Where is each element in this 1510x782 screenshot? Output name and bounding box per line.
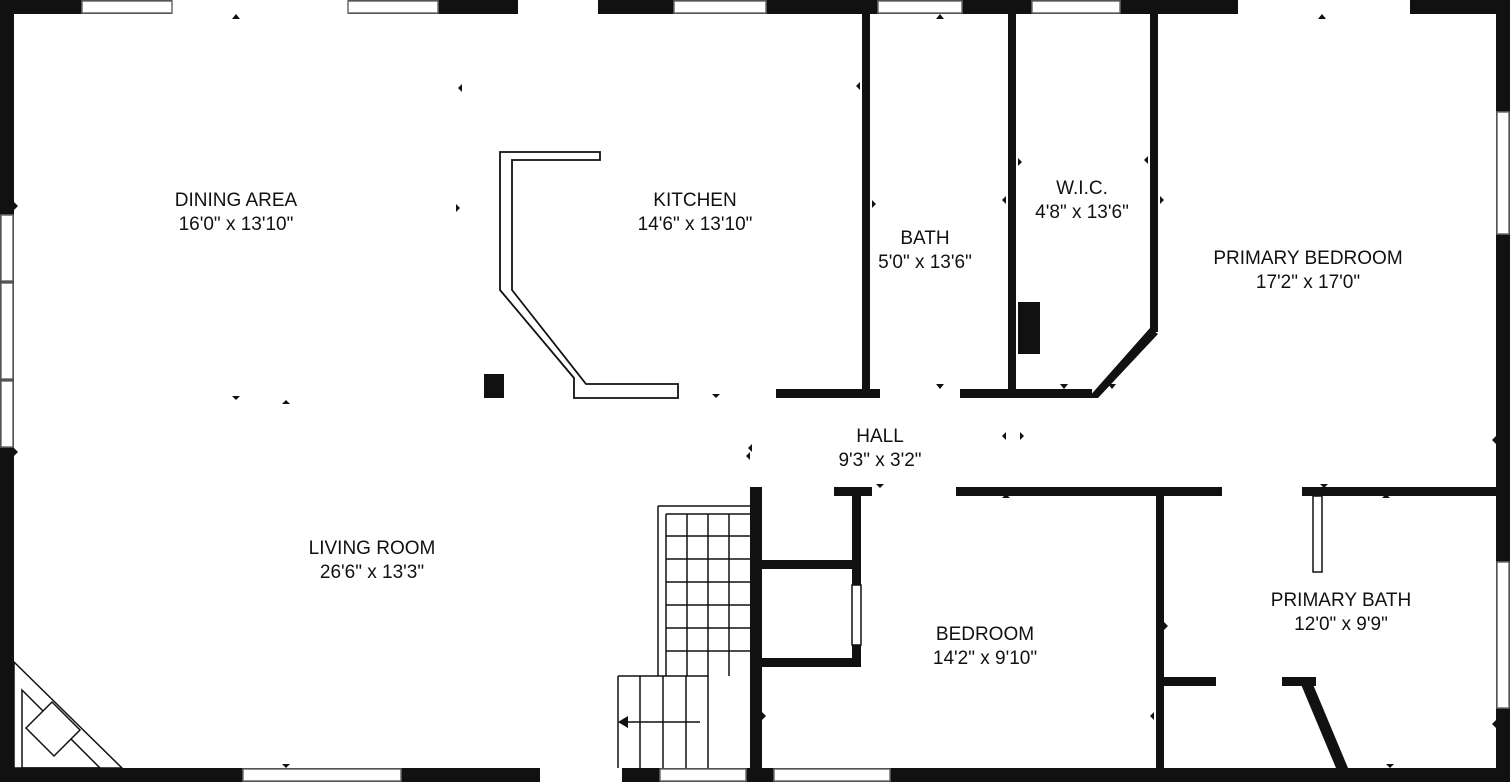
bedroom-closet-door: [851, 584, 862, 646]
exterior-openings: [172, 0, 1410, 782]
room-label-kitchen: KITCHEN 14'6" x 13'10": [638, 189, 753, 237]
room-name: BEDROOM: [935, 624, 1035, 645]
room-name: DINING AREA: [174, 190, 298, 211]
stairs: [617, 505, 750, 768]
room-dimensions: 26'6" x 13'3": [319, 562, 425, 583]
room-label-living-room: LIVING ROOM 26'6" x 13'3": [309, 537, 436, 585]
room-label-dining-area: DINING AREA 16'0" x 13'10": [175, 189, 297, 237]
room-name: PRIMARY BEDROOM: [1213, 248, 1403, 269]
room-dimensions: 14'2" x 9'10": [932, 648, 1038, 669]
room-dimensions: 12'0" x 9'9": [1294, 614, 1388, 635]
room-name: KITCHEN: [653, 190, 737, 211]
room-dimensions: 14'6" x 13'10": [637, 214, 753, 235]
room-dimensions: 5'0" x 13'6": [878, 252, 972, 273]
interior-walls: [750, 14, 1498, 769]
angled-wall: [1300, 682, 1348, 768]
room-label-hall: HALL 9'3" x 3'2": [838, 425, 921, 473]
room-name: W.I.C.: [1056, 178, 1108, 199]
fireplace: [13, 660, 124, 769]
room-label-bedroom: BEDROOM 14'2" x 9'10": [933, 623, 1037, 671]
closet-door: [1312, 495, 1323, 573]
room-name: LIVING ROOM: [308, 538, 436, 559]
room-label-bath: BATH 5'0" x 13'6": [878, 227, 972, 275]
room-dimensions: 16'0" x 13'10": [178, 214, 294, 235]
room-dimensions: 9'3" x 3'2": [838, 450, 922, 471]
room-name: HALL: [856, 426, 904, 447]
room-label-primary-bath: PRIMARY BATH 12'0" x 9'9": [1271, 589, 1411, 637]
room-label-wic: W.I.C. 4'8" x 13'6": [1035, 177, 1129, 225]
room-dimensions: 17'2" x 17'0": [1255, 272, 1361, 293]
kitchen-counter: [499, 151, 679, 399]
room-label-primary-bedroom: PRIMARY BEDROOM 17'2" x 17'0": [1213, 247, 1402, 295]
kitchen-column: [484, 374, 504, 398]
door-markers: [14, 14, 1496, 768]
room-name: PRIMARY BATH: [1270, 590, 1412, 611]
room-dimensions: 4'8" x 13'6": [1035, 202, 1129, 223]
room-name: BATH: [900, 228, 950, 249]
angled-wall-wic: [1088, 328, 1158, 398]
stair-arrow-icon: [618, 716, 628, 728]
